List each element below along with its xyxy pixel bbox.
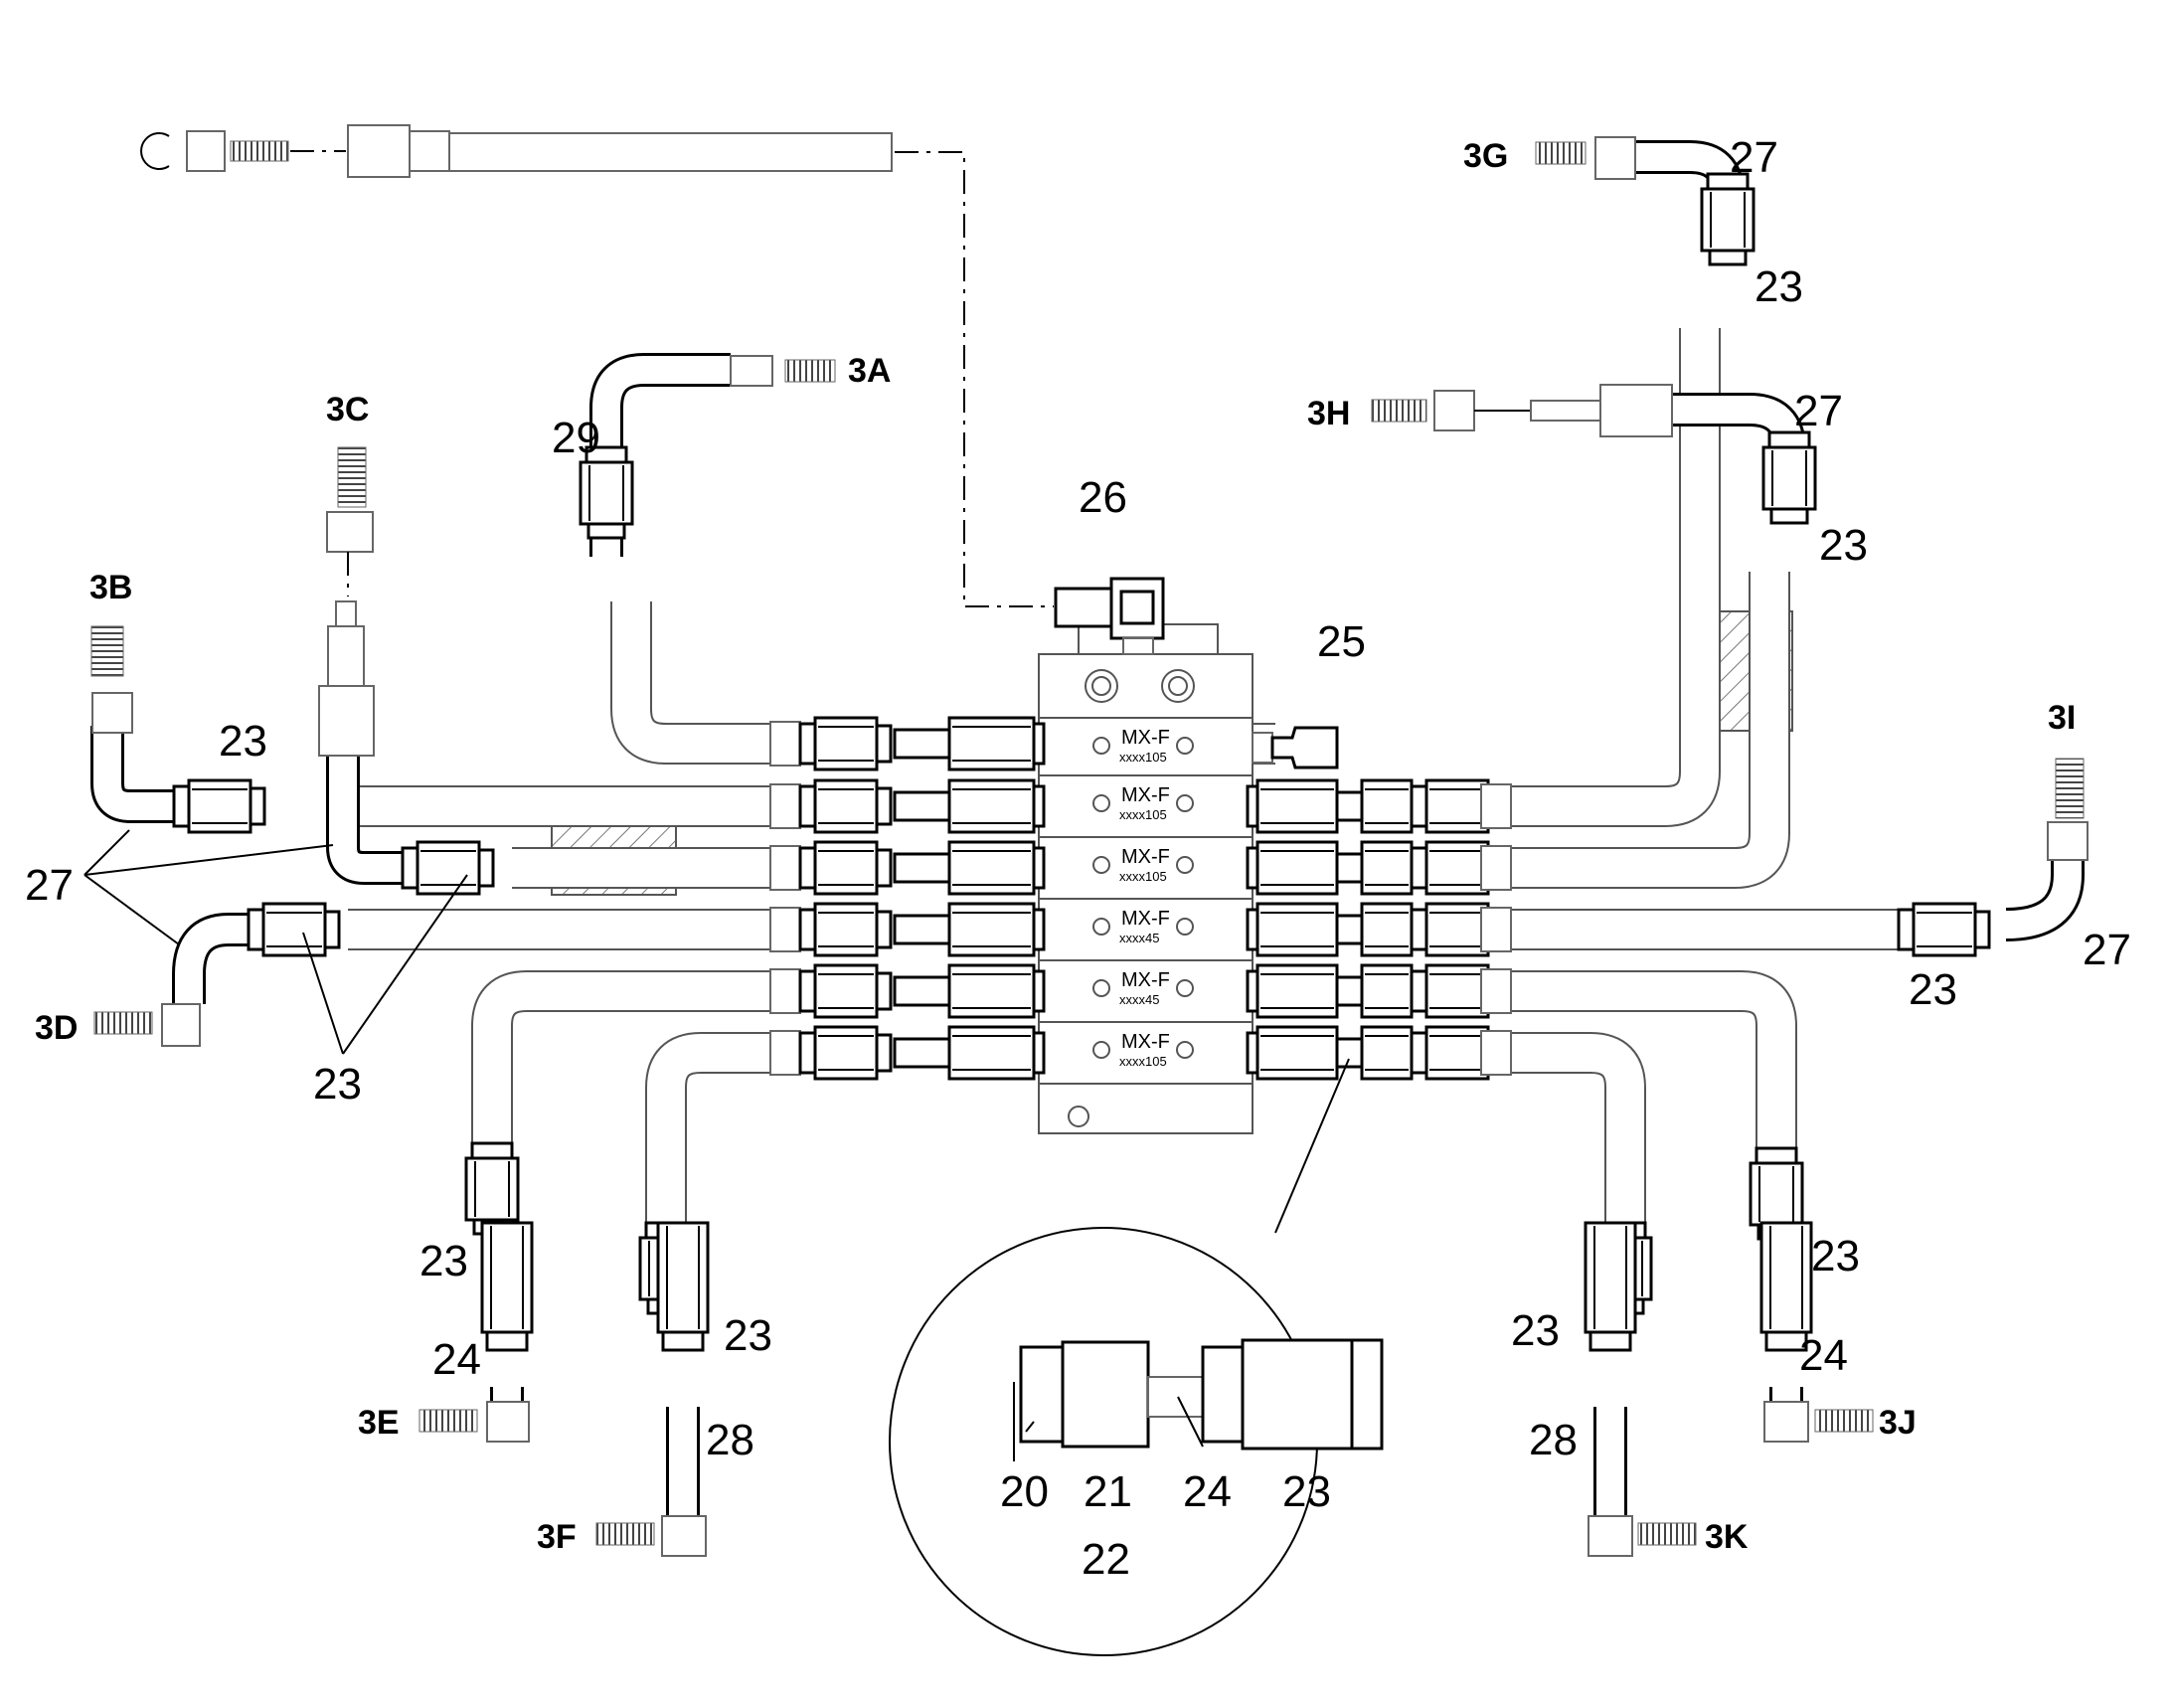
port-3d: 3D xyxy=(35,1009,78,1047)
fittings-left xyxy=(769,716,1046,1081)
fitting-end-v-9 xyxy=(1584,1221,1637,1352)
detail-label-21: 21 xyxy=(1084,1467,1132,1516)
port-3k: 3K xyxy=(1705,1518,1749,1556)
tubes xyxy=(328,328,1899,1268)
fitting-left-row-1 xyxy=(769,716,1046,771)
detail-view xyxy=(889,1058,1384,1656)
metering-block-code: xxxx105 xyxy=(1119,750,1167,765)
port-3f: 3F xyxy=(537,1518,577,1556)
fitting-end-v-7 xyxy=(656,1221,710,1352)
metering-block-name: MX-F xyxy=(1121,969,1170,991)
fitting-end-v-4 xyxy=(464,1141,520,1236)
fitting-end-h-2 xyxy=(401,840,495,896)
label-23-3i: 23 xyxy=(1909,965,1957,1014)
metering-block-code: xxxx45 xyxy=(1119,992,1159,1007)
plug-25 xyxy=(1252,726,1339,769)
fitting-right-row-6 xyxy=(1246,1025,1512,1081)
fitting-end-v-3 xyxy=(1761,430,1817,525)
metering-blocks: MX-Fxxxx105MX-Fxxxx105MX-Fxxxx105MX-Fxxx… xyxy=(1092,727,1194,1069)
metering-block-name: MX-F xyxy=(1121,727,1170,749)
label-23-3k: 23 xyxy=(1511,1306,1560,1355)
metering-block-code: xxxx45 xyxy=(1119,931,1159,945)
fittings-right xyxy=(1246,778,1512,1081)
label-28-3k: 28 xyxy=(1529,1416,1578,1464)
label-23-3f: 23 xyxy=(724,1311,772,1360)
label-23-3j: 23 xyxy=(1811,1232,1860,1281)
fitting-left-row-4 xyxy=(769,902,1046,957)
label-23-3h: 23 xyxy=(1819,521,1868,570)
fitting-right-row-4 xyxy=(1246,902,1512,957)
port-3e: 3E xyxy=(358,1404,400,1442)
label-25: 25 xyxy=(1317,617,1366,666)
leader-20 xyxy=(1025,1421,1035,1433)
metering-block-code: xxxx105 xyxy=(1119,807,1167,822)
port-3j: 3J xyxy=(1879,1404,1917,1442)
fitting-end-h-1 xyxy=(172,778,266,834)
detail-label-23: 23 xyxy=(1282,1467,1331,1516)
label-27-3h: 27 xyxy=(1794,387,1843,435)
port-3h: 3H xyxy=(1307,395,1350,432)
fitting-end-v-11 xyxy=(1759,1221,1813,1352)
callout-labels: 26 25 29 23 27 23 27 23 27 23 27 23 23 2… xyxy=(25,133,2131,1584)
port-3g: 3G xyxy=(1463,137,1508,175)
port-code-labels: 3A 3B 3C 3D 3E 3F 3G 3H 3I 3J 3K xyxy=(35,137,2076,1556)
leader-24 xyxy=(1177,1396,1204,1448)
divider-block: MX-Fxxxx105MX-Fxxxx105MX-Fxxxx105MX-Fxxx… xyxy=(1038,623,1254,1134)
leader-lines xyxy=(84,829,468,1055)
detail-label-24: 24 xyxy=(1183,1467,1232,1516)
fitting-right-row-3 xyxy=(1246,840,1512,896)
fitting-left-row-2 xyxy=(769,778,1046,834)
detail-label-20: 20 xyxy=(1000,1467,1049,1516)
label-23-left-pair: 23 xyxy=(313,1060,362,1109)
label-24-3e: 24 xyxy=(432,1335,481,1384)
label-24-3j: 24 xyxy=(1799,1331,1848,1380)
fitting-left-row-3 xyxy=(769,840,1046,896)
port-3b: 3B xyxy=(89,569,132,606)
label-29: 29 xyxy=(552,414,600,462)
label-27-3g: 27 xyxy=(1730,133,1778,182)
fitting-end-v-5 xyxy=(480,1221,534,1352)
port-3c: 3C xyxy=(326,391,369,428)
detail-label-22: 22 xyxy=(1082,1535,1130,1584)
metering-block-name: MX-F xyxy=(1121,846,1170,868)
metering-block-code: xxxx105 xyxy=(1119,1054,1167,1069)
port-3i: 3I xyxy=(2048,699,2076,737)
metering-block-name: MX-F xyxy=(1121,784,1170,806)
label-23-upper-left: 23 xyxy=(219,717,267,766)
top-hose-assembly xyxy=(140,124,1054,607)
fitting-right-row-5 xyxy=(1246,963,1512,1019)
fitting-end-h-3 xyxy=(247,902,341,957)
label-27-left: 27 xyxy=(25,861,74,910)
fitting-end-v-1 xyxy=(579,445,634,540)
label-26: 26 xyxy=(1079,473,1127,522)
label-23-3g: 23 xyxy=(1755,262,1803,311)
elbow-26 xyxy=(1054,577,1165,655)
fitting-left-row-6 xyxy=(769,1025,1046,1081)
label-28-3f: 28 xyxy=(706,1416,754,1464)
metering-block-code: xxxx105 xyxy=(1119,869,1167,884)
port-3a: 3A xyxy=(848,352,891,390)
port-terminals xyxy=(90,136,2089,1557)
metering-block-name: MX-F xyxy=(1121,1031,1170,1053)
fittings-end xyxy=(172,172,1991,1352)
metering-block-name: MX-F xyxy=(1121,908,1170,930)
label-27-3i: 27 xyxy=(2083,926,2131,974)
fitting-end-h-4 xyxy=(1897,902,1991,957)
label-23-3e: 23 xyxy=(419,1237,468,1285)
fitting-end-v-2 xyxy=(1700,172,1755,266)
fitting-left-row-5 xyxy=(769,963,1046,1019)
fitting-right-row-2 xyxy=(1246,778,1512,834)
